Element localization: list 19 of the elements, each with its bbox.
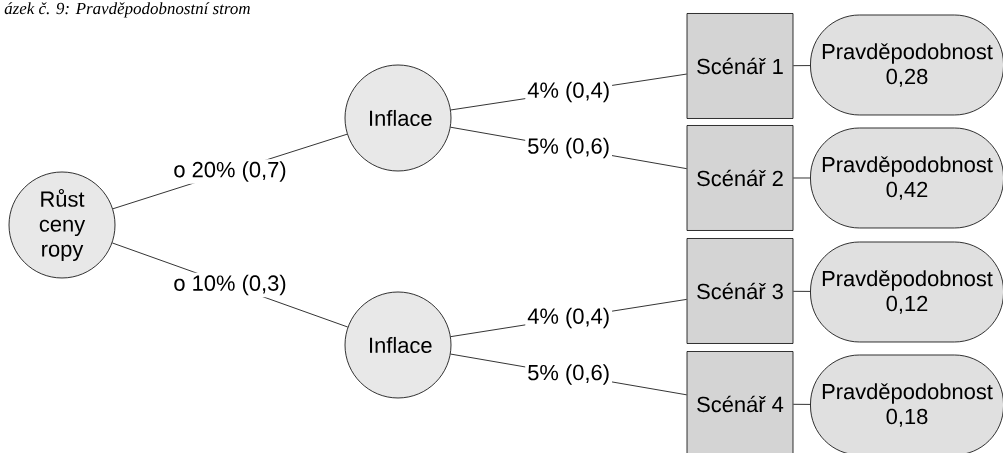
edge-label: 4% (0,4): [525, 305, 613, 331]
scenario-box: Scénář 3: [686, 238, 794, 344]
probability-box: Pravděpodobnost 0,12: [810, 241, 1003, 343]
connector-line: [793, 65, 811, 67]
connector-line: [793, 177, 811, 179]
connector-line: [793, 403, 811, 405]
probability-box: Pravděpodobnost 0,42: [810, 127, 1003, 229]
scenario-box: Scénář 1: [686, 13, 794, 119]
connector-line: [793, 290, 811, 292]
edge-label: 5% (0,6): [525, 135, 612, 161]
probability-box: Pravděpodobnost 0,18: [810, 354, 1003, 453]
scenario-box: Scénář 2: [686, 125, 794, 231]
edge-label: o 10% (0,3): [171, 272, 289, 298]
scenario-box: Scénář 4: [686, 351, 794, 453]
probability-box: Pravděpodobnost 0,28: [810, 14, 1003, 116]
figure-title: ázek č. 9: Pravděpodobnostní strom: [4, 2, 250, 18]
edge-label: 5% (0,6): [525, 362, 613, 387]
edge-label: o 20% (0,7): [171, 159, 289, 184]
edge-label: 4% (0,4): [525, 79, 613, 105]
